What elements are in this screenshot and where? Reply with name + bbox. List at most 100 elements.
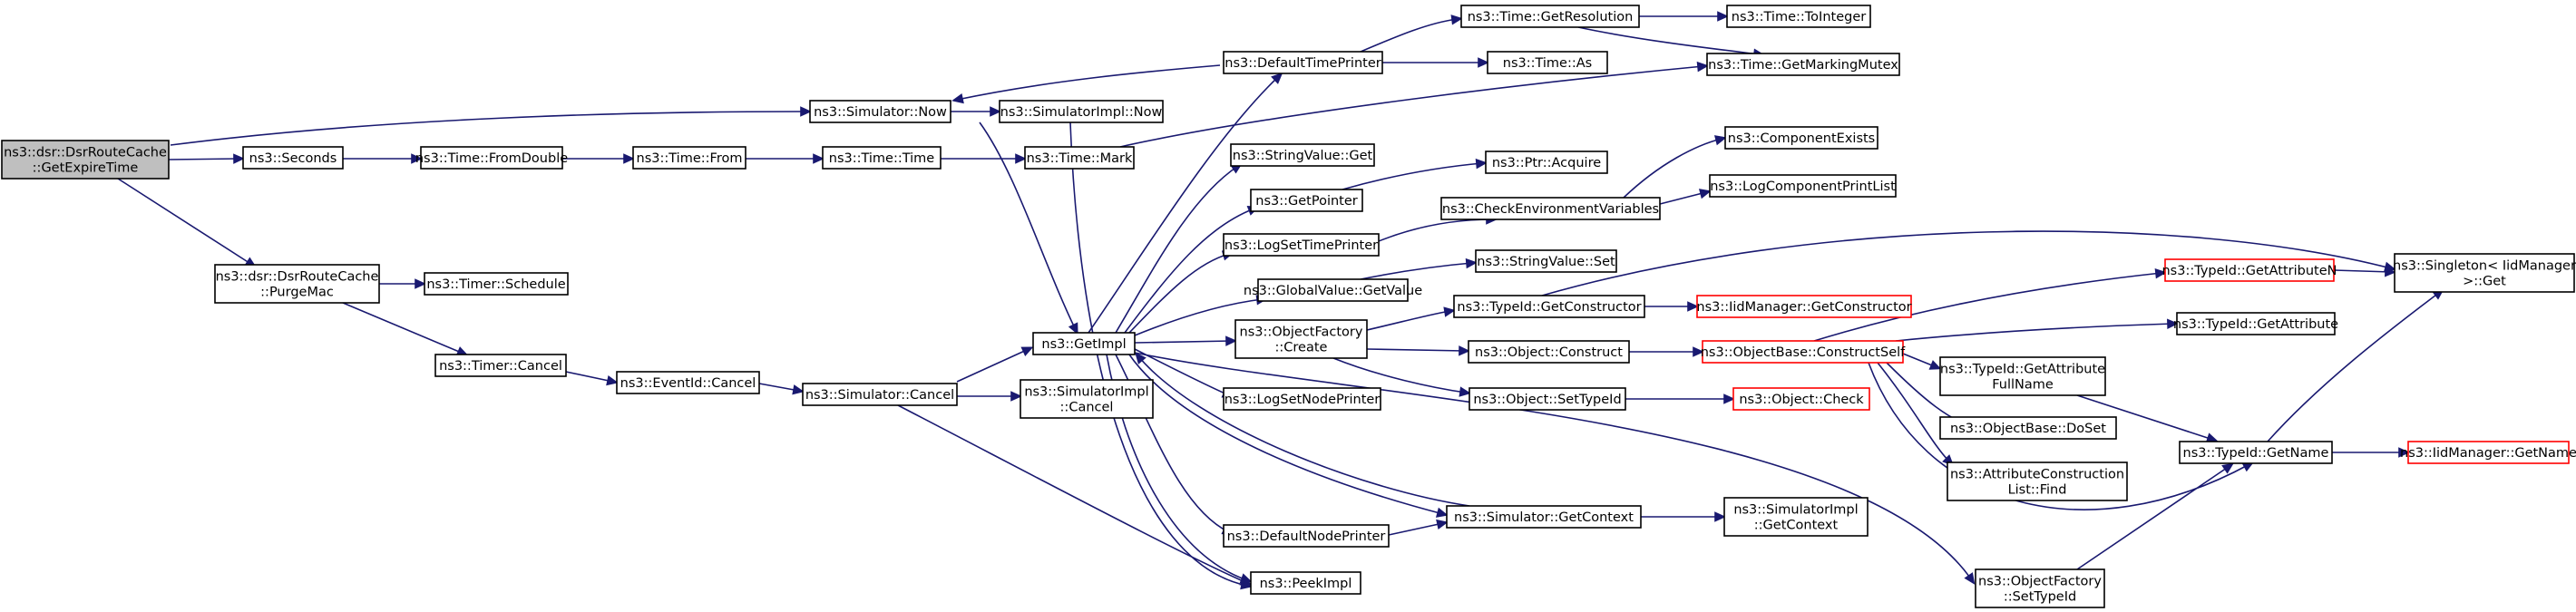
node-stringvalueset[interactable]: ns3::StringValue::Set <box>1475 249 1617 273</box>
node-constructself[interactable]: ns3::ObjectBase::ConstructSelf <box>1701 340 1906 364</box>
node-box[interactable] <box>809 100 951 123</box>
node-box[interactable] <box>1947 461 2128 501</box>
node-box[interactable] <box>616 371 760 394</box>
node-timercancel[interactable]: ns3::Timer::Cancel <box>434 354 567 377</box>
node-box[interactable] <box>1223 524 1390 548</box>
node-box[interactable] <box>1250 189 1363 212</box>
node-getattribute[interactable]: ns3::TypeId::GetAttribute <box>2173 312 2338 335</box>
node-defnodeprinter[interactable]: ns3::DefaultNodePrinter <box>1223 524 1390 548</box>
node-box[interactable] <box>1724 126 1878 150</box>
node-box[interactable] <box>1487 51 1608 74</box>
node-box[interactable] <box>1234 319 1368 359</box>
node-box[interactable] <box>1230 143 1375 167</box>
node-simimplcancel[interactable]: ns3::SimulatorImpl::Cancel <box>1020 379 1154 419</box>
node-timerschedule[interactable]: ns3::Timer::Schedule <box>424 272 569 296</box>
node-box[interactable] <box>1469 387 1626 411</box>
node-objfactorysettypeid[interactable]: ns3::ObjectFactory::SetTypeId <box>1975 568 2105 608</box>
node-box[interactable] <box>1696 295 1912 318</box>
node-objectsettypeid[interactable]: ns3::Object::SetTypeId <box>1469 387 1626 411</box>
node-box[interactable] <box>1723 497 1869 537</box>
node-simimplnow[interactable]: ns3::SimulatorImpl::Now <box>999 100 1164 123</box>
node-getimpl[interactable]: ns3::GetImpl <box>1032 332 1136 355</box>
node-box[interactable] <box>2176 312 2336 335</box>
node-box[interactable] <box>1468 340 1630 364</box>
node-box[interactable] <box>1732 387 1870 411</box>
node-box[interactable] <box>1250 571 1361 595</box>
node-box[interactable] <box>1223 233 1380 257</box>
node-checkenv[interactable]: ns3::CheckEnvironmentVariables <box>1440 197 1661 220</box>
node-box[interactable] <box>2394 253 2575 293</box>
node-getresolution[interactable]: ns3::Time::GetResolution <box>1460 5 1640 28</box>
node-simimplgetcontext[interactable]: ns3::SimulatorImpl::GetContext <box>1723 497 1869 537</box>
node-box[interactable] <box>1223 51 1383 74</box>
node-box[interactable] <box>1024 146 1135 170</box>
node-box[interactable] <box>2407 441 2570 464</box>
node-box[interactable] <box>1485 151 1608 174</box>
node-box[interactable] <box>242 146 344 170</box>
node-getpointer[interactable]: ns3::GetPointer <box>1250 189 1363 212</box>
node-getattributen[interactable]: ns3::TypeId::GetAttributeN <box>2161 258 2337 282</box>
node-box[interactable] <box>434 354 567 377</box>
node-eventcancel[interactable]: ns3::EventId::Cancel <box>616 371 760 394</box>
node-box[interactable] <box>1032 332 1136 355</box>
node-box[interactable] <box>1475 249 1617 273</box>
node-seconds[interactable]: ns3::Seconds <box>242 146 344 170</box>
node-box[interactable] <box>1020 379 1154 419</box>
node-lognodeprinter[interactable]: ns3::LogSetNodePrinter <box>1223 387 1381 411</box>
node-peekimpl[interactable]: ns3::PeekImpl <box>1250 571 1361 595</box>
node-dodoset[interactable]: ns3::ObjectBase::DoSet <box>1939 416 2117 440</box>
node-objfactorycreate[interactable]: ns3::ObjectFactory::Create <box>1234 319 1368 359</box>
node-ptracquire[interactable]: ns3::Ptr::Acquire <box>1485 151 1608 174</box>
node-box[interactable] <box>214 264 380 304</box>
node-box[interactable] <box>1706 53 1900 76</box>
node-simcancel[interactable]: ns3::Simulator::Cancel <box>802 383 958 406</box>
node-stringvalueget[interactable]: ns3::StringValue::Get <box>1230 143 1375 167</box>
node-componentexists[interactable]: ns3::ComponentExists <box>1724 126 1878 150</box>
node-simgetcontext[interactable]: ns3::Simulator::GetContext <box>1446 505 1642 529</box>
node-box[interactable] <box>2179 441 2333 464</box>
node-box[interactable] <box>802 383 958 406</box>
node-box[interactable] <box>424 272 569 296</box>
node-root[interactable]: ns3::dsr::DsrRouteCache::GetExpireTime <box>1 140 170 180</box>
node-from[interactable]: ns3::Time::From <box>632 146 746 170</box>
node-iidgetconstructor[interactable]: ns3::IidManager::GetConstructor <box>1696 295 1912 318</box>
node-box[interactable] <box>1440 197 1661 220</box>
node-markingmutex[interactable]: ns3::Time::GetMarkingMutex <box>1706 53 1900 76</box>
node-getname[interactable]: ns3::TypeId::GetName <box>2179 441 2333 464</box>
node-box[interactable] <box>1453 295 1645 318</box>
node-box[interactable] <box>1446 505 1642 529</box>
node-logcomponentprintlist[interactable]: ns3::LogComponentPrintList <box>1709 174 1897 198</box>
node-mark[interactable]: ns3::Time::Mark <box>1024 146 1135 170</box>
node-simnow[interactable]: ns3::Simulator::Now <box>809 100 951 123</box>
node-box[interactable] <box>1223 387 1381 411</box>
node-box[interactable] <box>1702 340 1904 364</box>
node-box[interactable] <box>1460 5 1640 28</box>
node-typeidgetconstructor[interactable]: ns3::TypeId::GetConstructor <box>1453 295 1645 318</box>
node-globalvalueget[interactable]: ns3::GlobalValue::GetValue <box>1244 278 1422 302</box>
node-timetime[interactable]: ns3::Time::Time <box>822 146 942 170</box>
node-objectconstruct[interactable]: ns3::Object::Construct <box>1468 340 1630 364</box>
node-objectcheck[interactable]: ns3::Object::Check <box>1732 387 1870 411</box>
node-box[interactable] <box>1939 416 2117 440</box>
node-box[interactable] <box>2164 258 2335 282</box>
node-logsettimeprinter[interactable]: ns3::LogSetTimePrinter <box>1223 233 1380 257</box>
node-timeas[interactable]: ns3::Time::As <box>1487 51 1608 74</box>
node-box[interactable] <box>822 146 942 170</box>
node-iidgetname[interactable]: ns3::IidManager::GetName <box>2400 441 2576 464</box>
node-box[interactable] <box>1939 356 2106 396</box>
node-box[interactable] <box>1726 5 1871 28</box>
node-box[interactable] <box>420 146 563 170</box>
node-box[interactable] <box>1 140 170 180</box>
node-deftimeprinter[interactable]: ns3::DefaultTimePrinter <box>1223 51 1383 74</box>
node-box[interactable] <box>1709 174 1897 198</box>
node-box[interactable] <box>1257 278 1409 302</box>
node-purgemac[interactable]: ns3::dsr::DsrRouteCache::PurgeMac <box>214 264 380 304</box>
node-box[interactable] <box>1975 568 2105 608</box>
node-box[interactable] <box>999 100 1164 123</box>
node-fromdouble[interactable]: ns3::Time::FromDouble <box>415 146 568 170</box>
node-tointeger[interactable]: ns3::Time::ToInteger <box>1726 5 1871 28</box>
node-box[interactable] <box>632 146 746 170</box>
node-singletonget[interactable]: ns3::Singleton< IidManager >::Get <box>2393 253 2576 293</box>
